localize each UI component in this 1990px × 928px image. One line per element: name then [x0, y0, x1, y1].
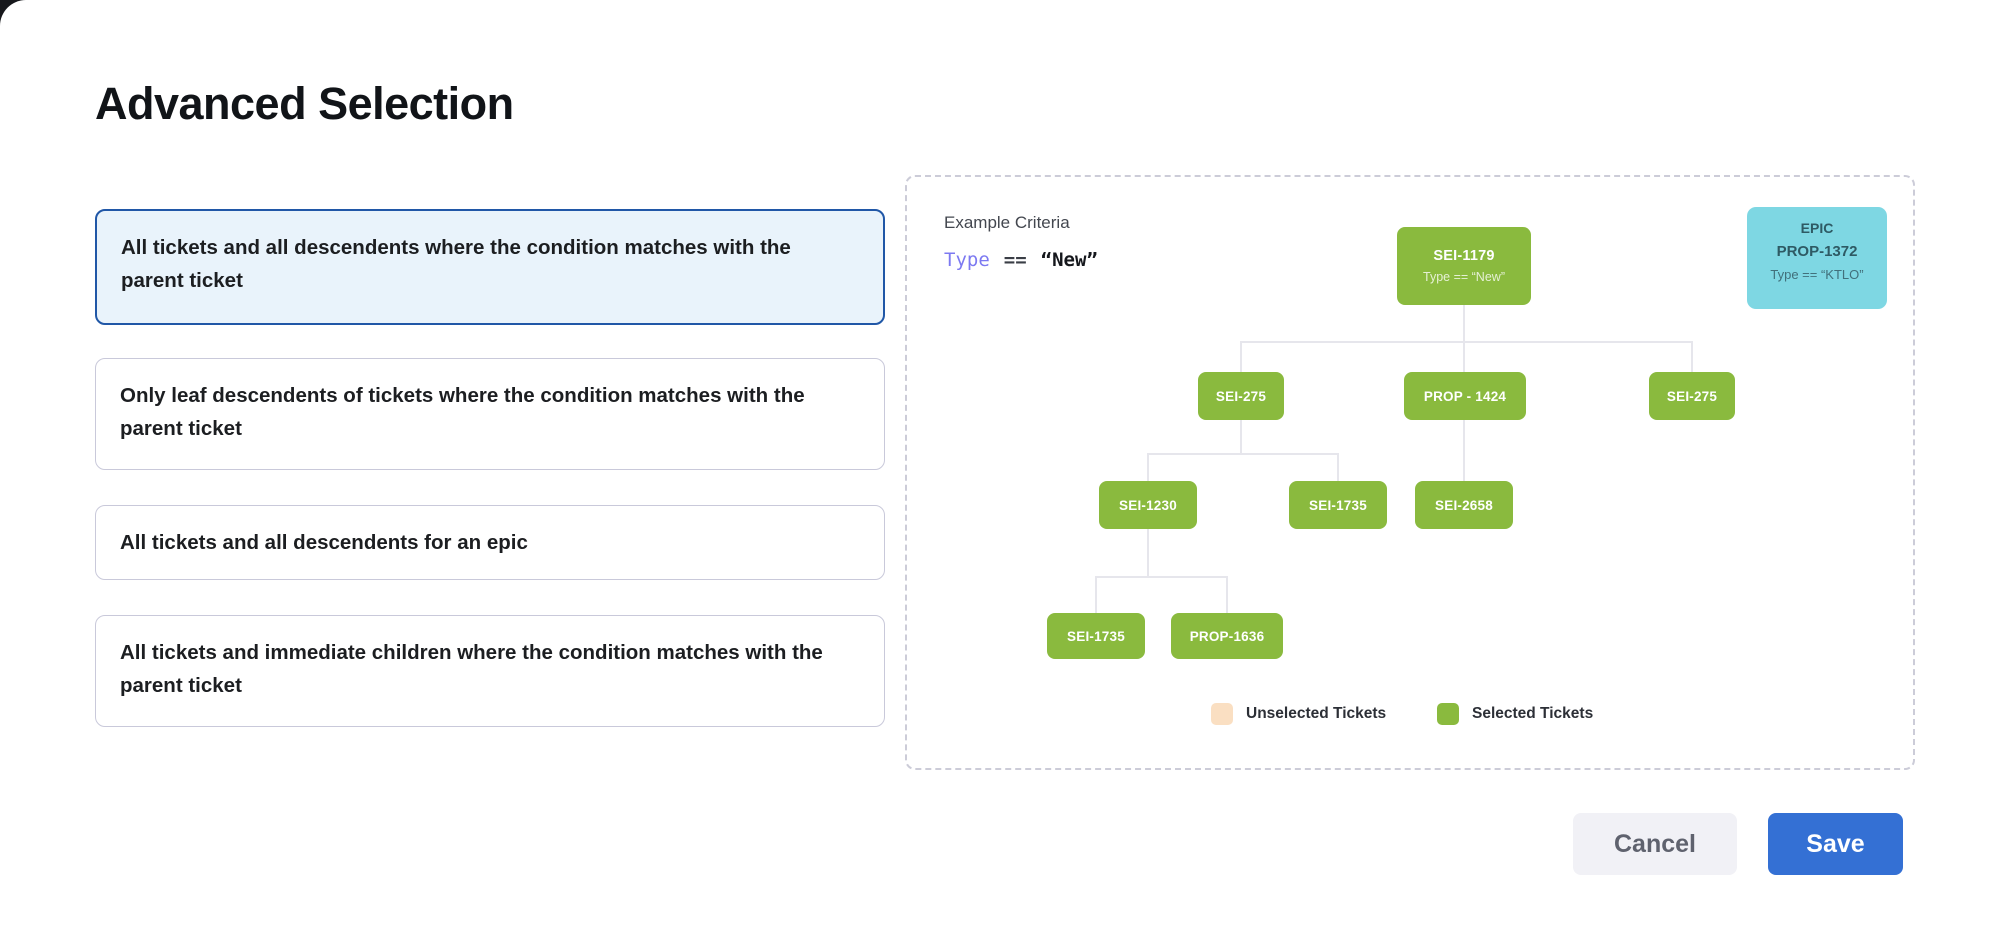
tree-connector — [1240, 341, 1693, 343]
epic-id: PROP-1372 — [1776, 243, 1858, 260]
tree-connector — [1147, 453, 1149, 481]
ticket-node-SEI-275: SEI-275 — [1198, 372, 1284, 420]
tree-connector — [1240, 420, 1242, 454]
example-criteria-heading: Example Criteria — [944, 213, 1070, 232]
ticket-node-id: SEI-1179 — [1433, 248, 1495, 264]
option-card-label: Only leaf descendents of tickets where t… — [120, 384, 805, 440]
tree-connector — [1147, 453, 1339, 455]
cancel-button[interactable]: Cancel — [1573, 813, 1737, 875]
option-card-label: All tickets and immediate children where… — [120, 641, 823, 697]
epic-card: EPIC PROP-1372 Type == “KTLO” — [1747, 207, 1887, 309]
example-preview-panel: Example Criteria Type == “New” EPIC PROP… — [905, 175, 1915, 770]
epic-condition: Type == “KTLO” — [1770, 267, 1864, 282]
page-title: Advanced Selection — [95, 78, 514, 130]
option-card-label: All tickets and all descendents for an e… — [120, 531, 528, 554]
tree-connector — [1095, 576, 1097, 613]
legend-label: Unselected Tickets — [1246, 705, 1387, 722]
ticket-node-id: SEI-275 — [1666, 388, 1718, 404]
ticket-node-id: PROP - 1424 — [1423, 388, 1507, 404]
tree-connector — [1226, 576, 1228, 613]
ticket-node-SEI-275: SEI-275 — [1649, 372, 1735, 420]
tree-connector — [1240, 341, 1242, 372]
option-card-leaf-descendents-condition[interactable]: Only leaf descendents of tickets where t… — [95, 358, 885, 470]
ticket-node-PROP-1424: PROP - 1424 — [1404, 372, 1526, 420]
ticket-node-id: SEI-1735 — [1309, 497, 1367, 513]
selected-tickets-swatch — [1437, 703, 1459, 725]
ticket-node-id: SEI-2658 — [1435, 497, 1493, 513]
criteria-operator: == — [1003, 249, 1027, 271]
option-card-label: All tickets and all descendents where th… — [121, 236, 791, 292]
tree-connector — [1147, 529, 1149, 577]
option-card-all-descendents-condition[interactable]: All tickets and all descendents where th… — [95, 209, 885, 325]
tree-connector — [1463, 420, 1465, 481]
save-button[interactable]: Save — [1768, 813, 1903, 875]
legend-item-unselected: Unselected Tickets — [1211, 703, 1386, 725]
legend-item-selected: Selected Tickets — [1437, 703, 1593, 725]
tree-connector — [1463, 341, 1465, 372]
unselected-tickets-swatch — [1211, 703, 1233, 725]
ticket-node-condition: Type == “New” — [1423, 270, 1505, 284]
ticket-node-SEI-2658: SEI-2658 — [1415, 481, 1513, 529]
tree-connector — [1337, 453, 1339, 481]
example-criteria-expression: Type == “New” — [944, 249, 1098, 271]
ticket-node-PROP-1636: PROP-1636 — [1171, 613, 1283, 659]
ticket-node-id: SEI-1230 — [1119, 497, 1177, 513]
option-card-all-descendents-epic[interactable]: All tickets and all descendents for an e… — [95, 505, 885, 580]
ticket-node-id: SEI-1735 — [1067, 628, 1125, 644]
tree-connector — [1463, 305, 1465, 342]
ticket-node-id: PROP-1636 — [1189, 628, 1265, 644]
ticket-node-SEI-1230: SEI-1230 — [1099, 481, 1197, 529]
criteria-value: “New” — [1040, 249, 1098, 271]
epic-type-label: EPIC — [1800, 220, 1834, 236]
ticket-node-id: SEI-275 — [1215, 388, 1267, 404]
criteria-field: Type — [944, 249, 990, 271]
option-card-immediate-children-condition[interactable]: All tickets and immediate children where… — [95, 615, 885, 727]
tree-connector — [1095, 576, 1228, 578]
tree-connector — [1691, 341, 1693, 372]
legend-label: Selected Tickets — [1472, 705, 1594, 722]
ticket-node-SEI-1735: SEI-1735 — [1047, 613, 1145, 659]
ticket-node-SEI-1735: SEI-1735 — [1289, 481, 1387, 529]
